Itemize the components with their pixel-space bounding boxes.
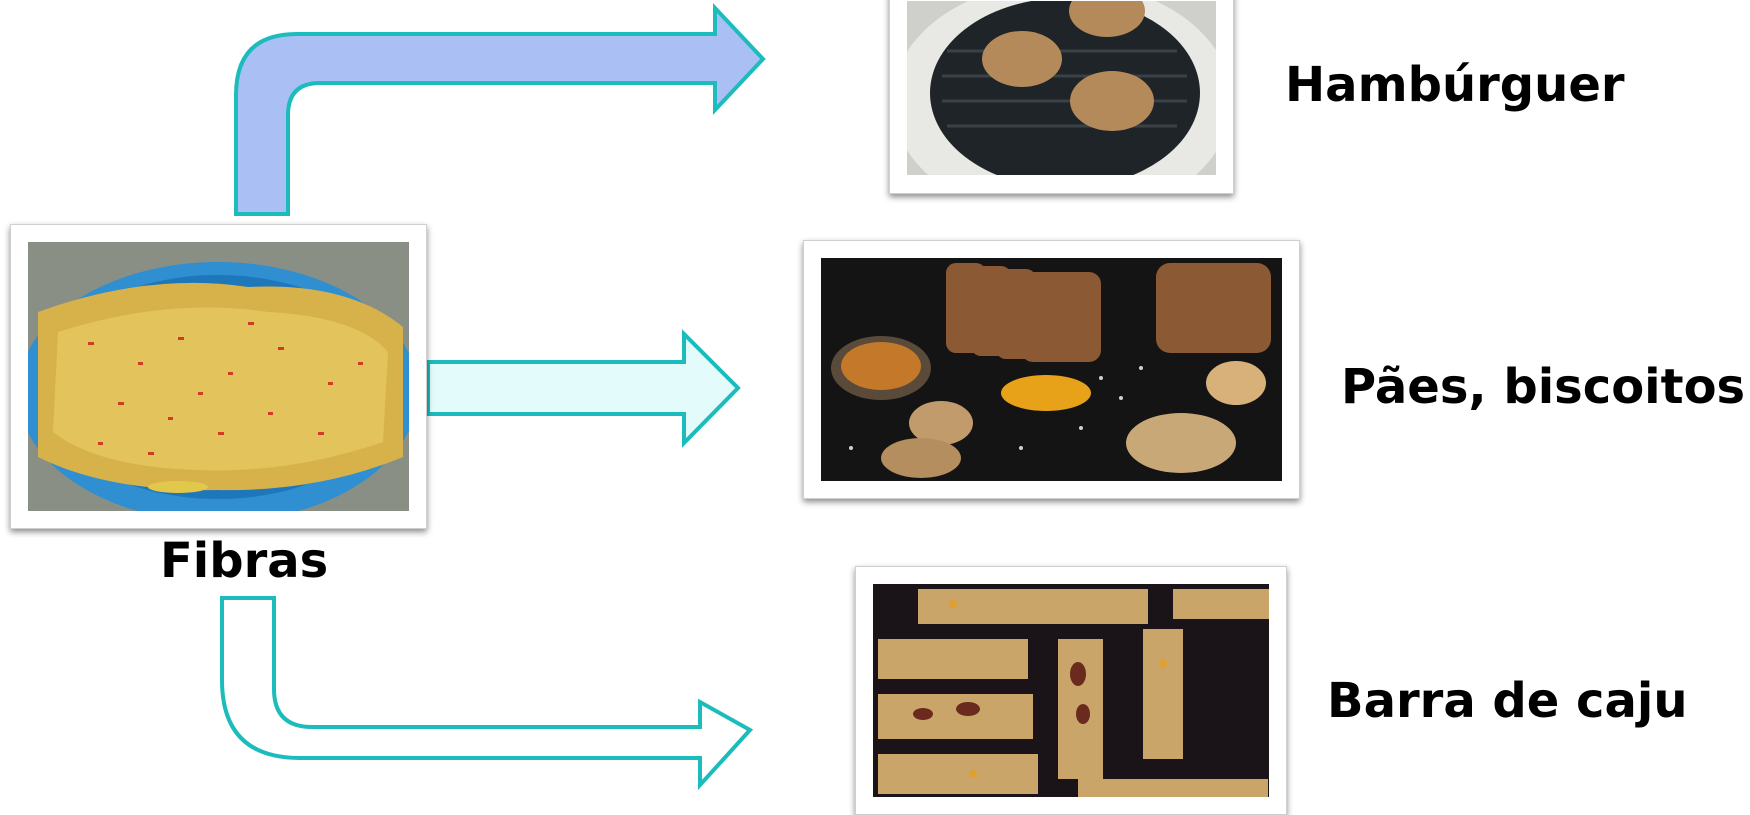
arrow-to-barra-de-caju (220, 596, 754, 791)
fibras-photo-frame (10, 224, 427, 529)
cashew-bars-photo (873, 584, 1269, 797)
barra-de-caju-photo-frame (855, 566, 1287, 815)
breads-and-biscuits-photo (821, 258, 1282, 481)
hamburguer-photo-frame (889, 0, 1234, 194)
fiber-bowl-photo (28, 242, 409, 511)
product-label-paes-biscoitos: Pães, biscoitos (1341, 359, 1746, 415)
paes-biscoitos-photo-frame (803, 240, 1300, 499)
product-label-barra-de-caju: Barra de caju (1327, 673, 1688, 729)
burgers-on-grill-photo (907, 1, 1216, 175)
arrow-to-hamburguer (234, 2, 766, 216)
product-label-hamburguer: Hambúrguer (1285, 57, 1625, 113)
source-label: Fibras (160, 533, 329, 589)
arrow-to-paes-biscoitos (426, 329, 741, 448)
